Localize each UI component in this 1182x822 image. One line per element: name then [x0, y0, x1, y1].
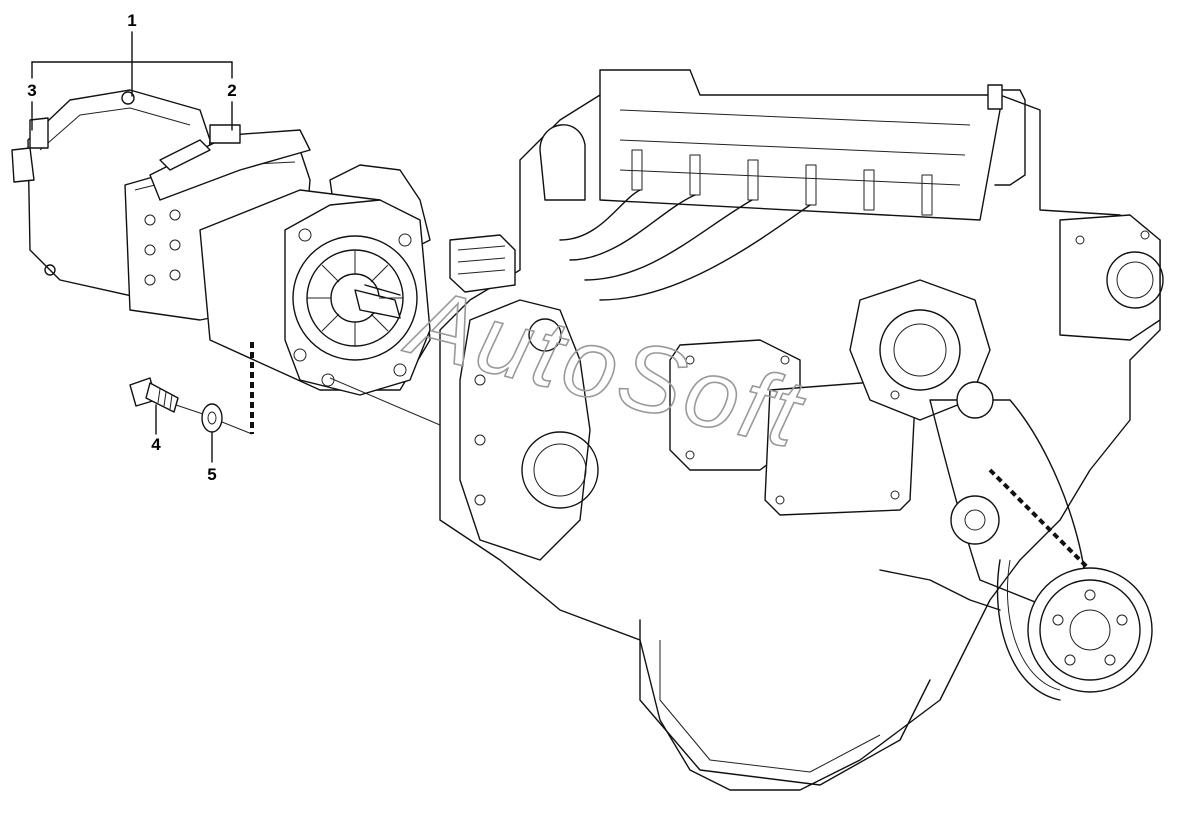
bolt-part: [129, 377, 179, 413]
washer-guide-line: [221, 421, 253, 435]
callout-5: 5: [207, 431, 217, 484]
callout-4: 4: [151, 404, 161, 454]
svg-text:5: 5: [207, 465, 216, 484]
svg-text:1: 1: [127, 11, 136, 30]
washer-part: [201, 403, 223, 433]
callout-3: 3: [27, 81, 37, 131]
callout-2: 2: [227, 81, 237, 131]
svg-text:4: 4: [151, 435, 161, 454]
callout-1: 1: [31, 11, 233, 97]
svg-text:2: 2: [227, 81, 236, 100]
assembly-guide-line: [329, 377, 441, 426]
svg-text:3: 3: [27, 81, 36, 100]
engine-assembly: [439, 69, 1164, 791]
hydraulic-pump-assembly: [11, 89, 431, 396]
bolt-guide-line: [175, 404, 204, 415]
